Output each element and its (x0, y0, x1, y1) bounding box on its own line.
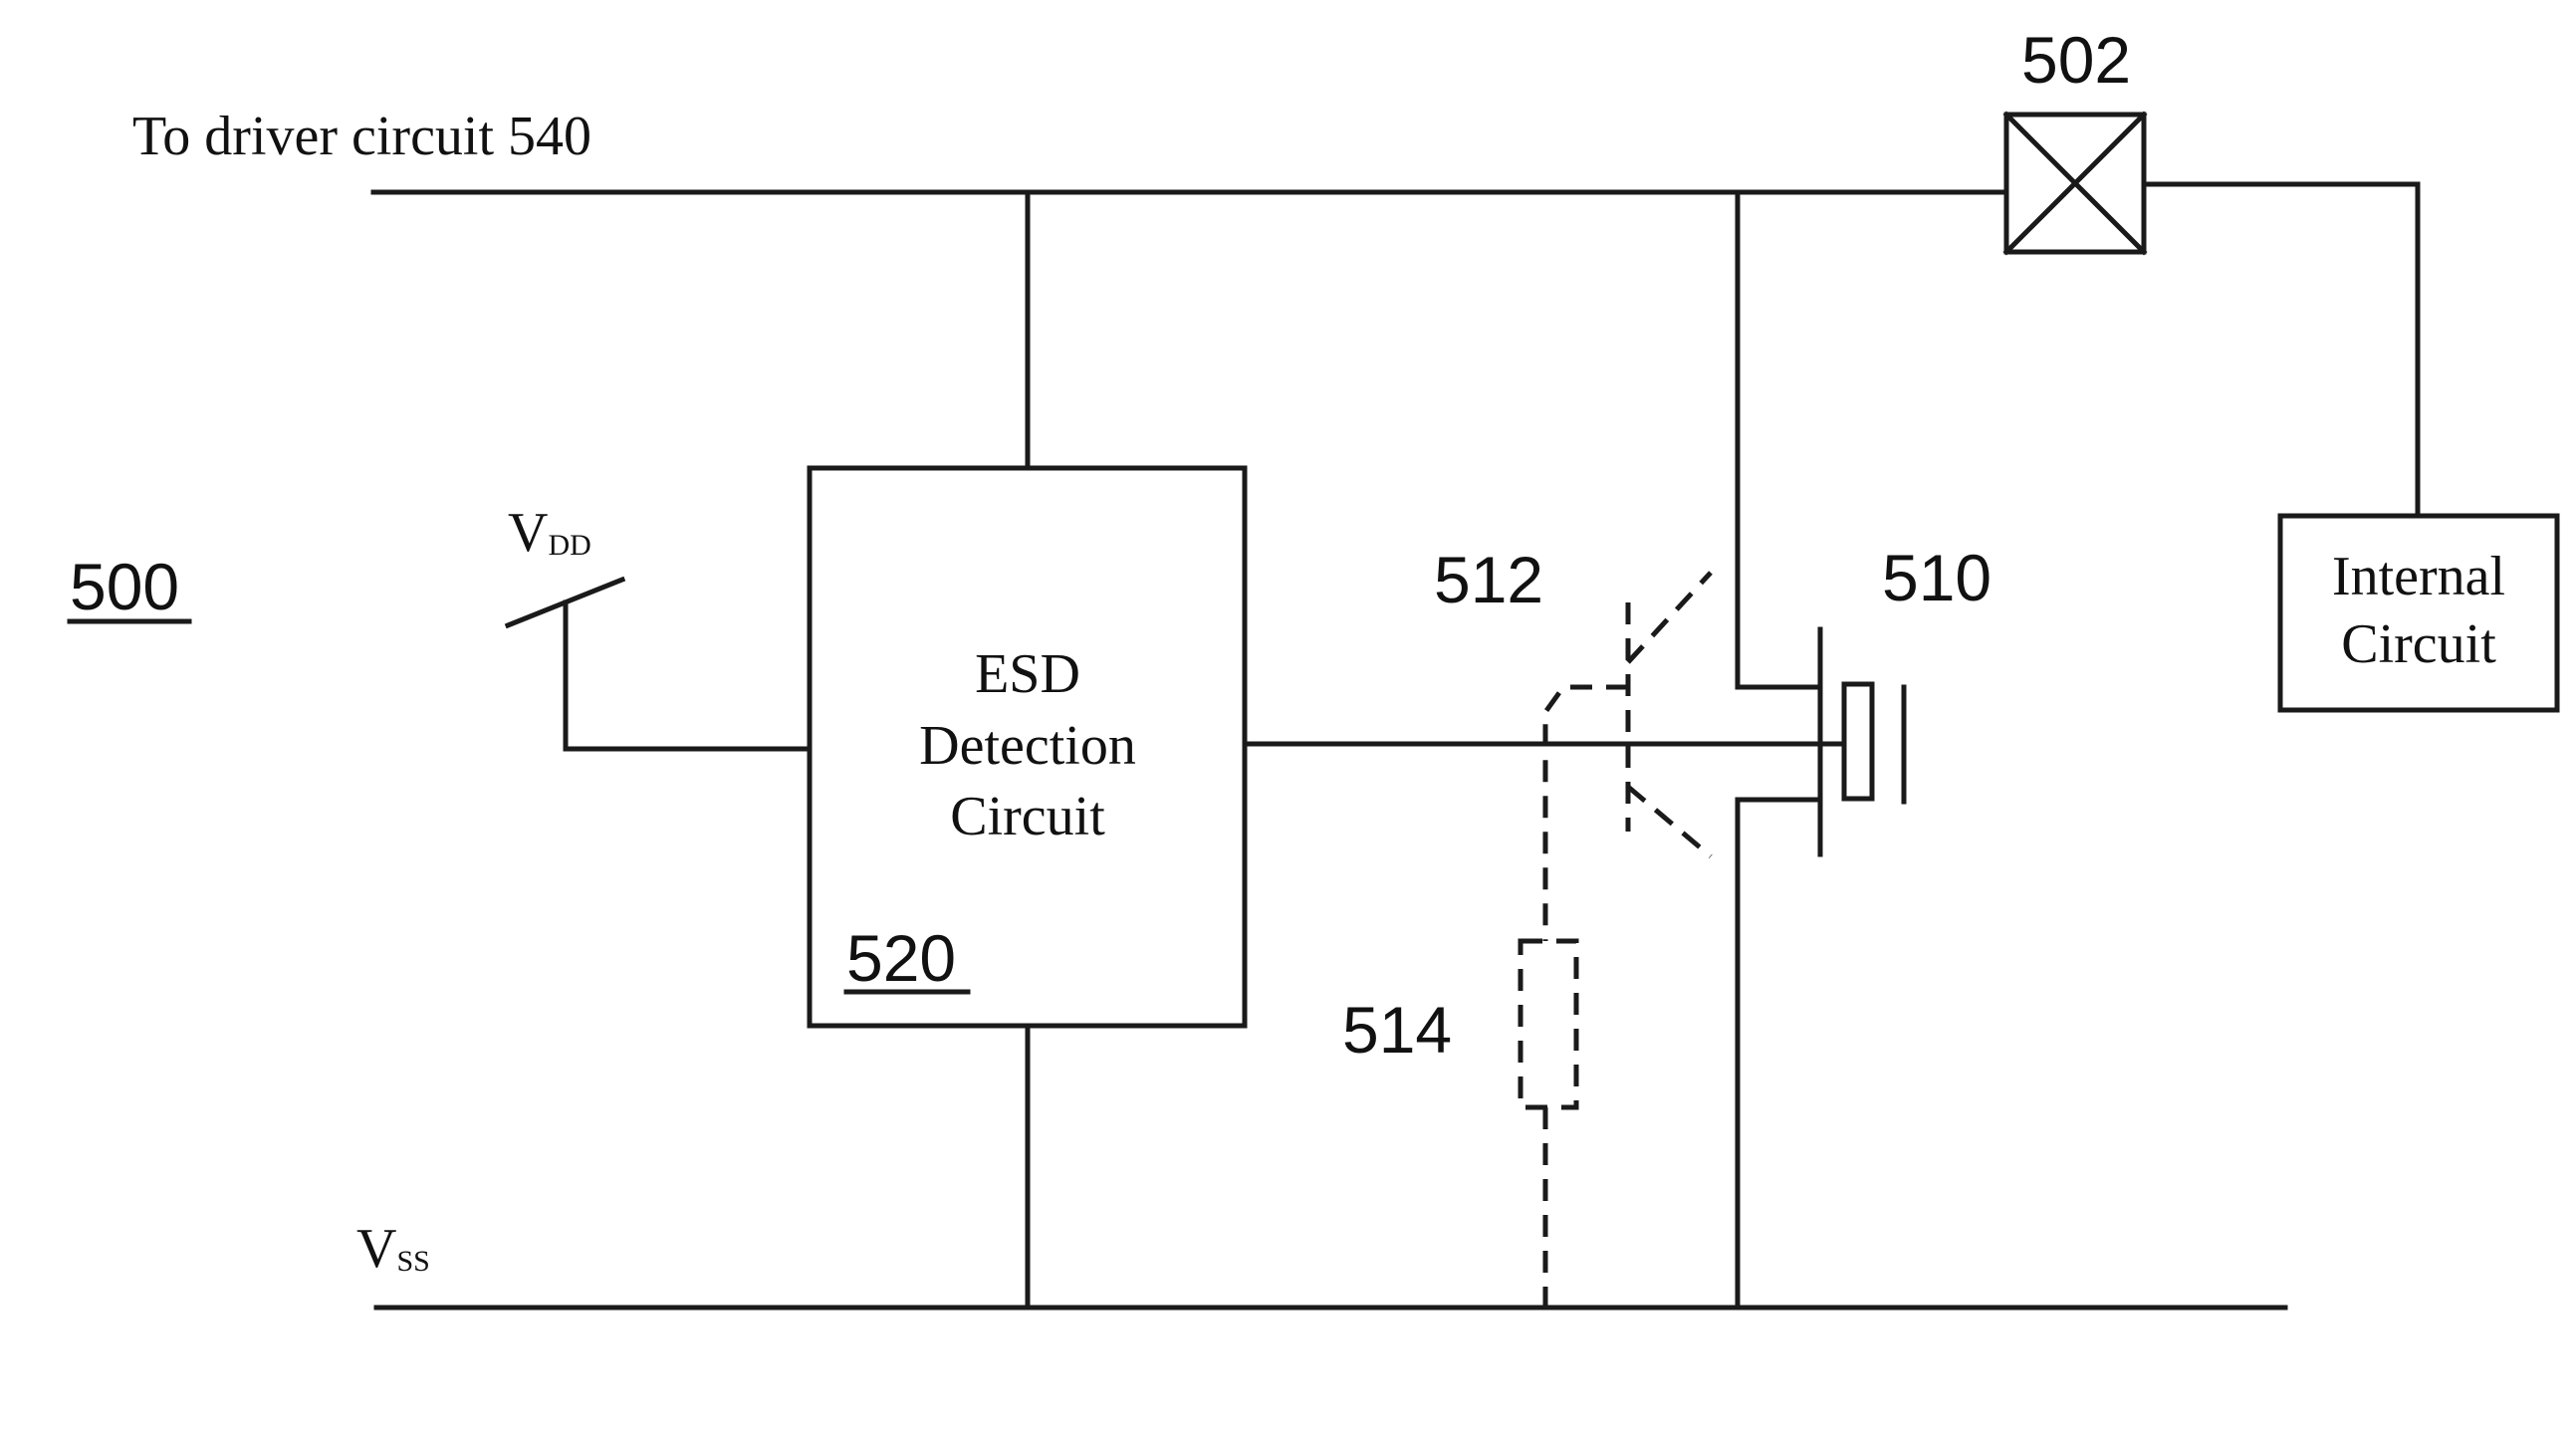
transistor-source-wire (1738, 800, 1820, 1308)
esd-label-line1: ESD (975, 643, 1080, 705)
vss-label: VSS (356, 1218, 430, 1280)
internal-circuit-label-line2: Circuit (2341, 613, 2496, 675)
bond-pad-symbol (2006, 115, 2144, 252)
esd-ref-label: 520 (846, 921, 956, 995)
transistor-drain-wire (1738, 192, 1820, 687)
parasitic-resistor-symbol (1521, 941, 1576, 1107)
pad-ref-label: 502 (2021, 23, 2131, 97)
resistor-ref-label: 514 (1342, 993, 1452, 1067)
internal-circuit-label-line1: Internal (2332, 546, 2505, 607)
parasitic-bjt-ref-label: 512 (1434, 543, 1543, 616)
esd-label-line2: Detection (919, 715, 1136, 777)
parasitic-bjt-symbol (1545, 573, 1711, 941)
pad-to-internal-wire (2144, 184, 2418, 516)
top-rail-label: To driver circuit 540 (132, 106, 591, 167)
figure-ref-label: 500 (70, 550, 179, 623)
esd-label-line3: Circuit (950, 786, 1105, 847)
transistor-ref-label: 510 (1882, 541, 1991, 614)
vdd-label: VDD (508, 502, 591, 564)
vdd-to-esd-wire (566, 602, 810, 749)
